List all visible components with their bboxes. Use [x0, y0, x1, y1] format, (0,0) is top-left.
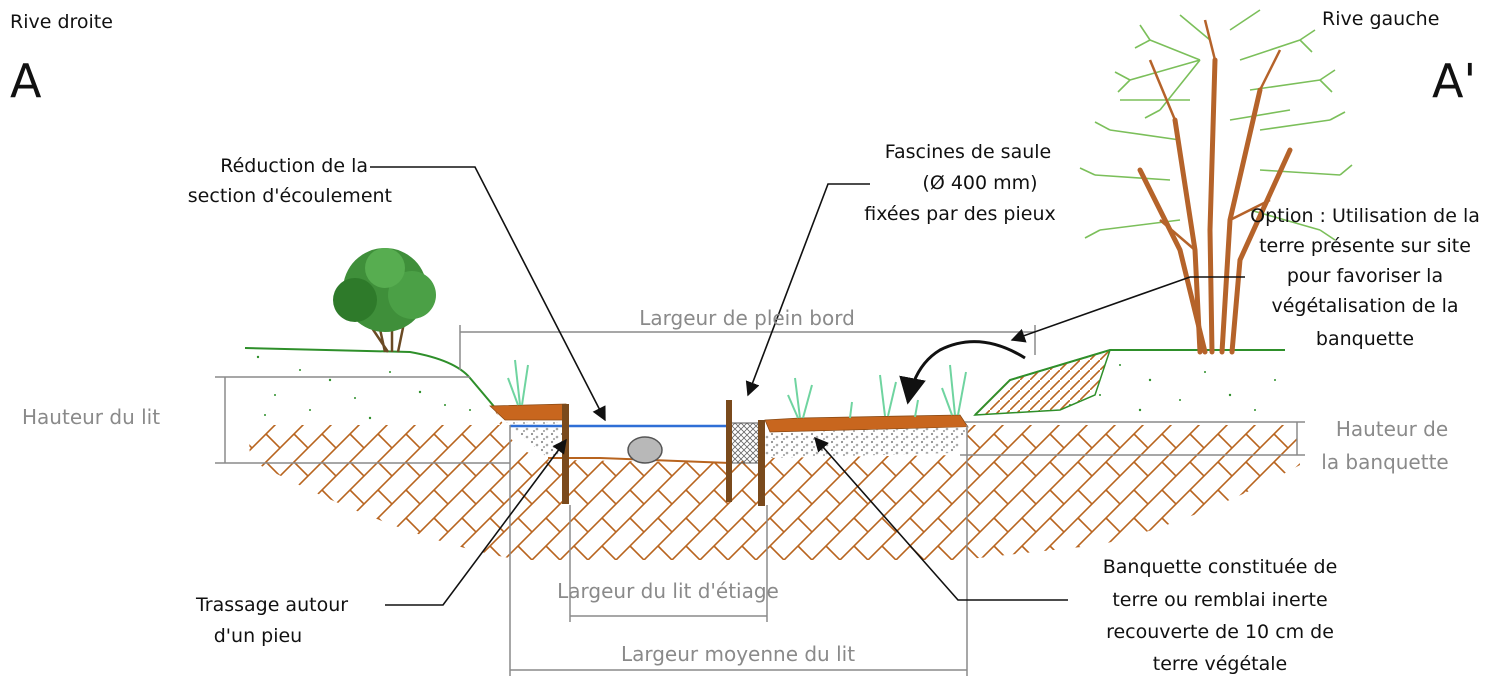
svg-text:la banquette: la banquette	[1321, 450, 1448, 474]
svg-text:Banquette constituée de: Banquette constituée de	[1103, 556, 1338, 578]
trassage-annotation: Trassage autour d'un pieu	[195, 594, 348, 647]
rock-icon	[627, 436, 663, 464]
topsoil-left	[489, 403, 567, 421]
svg-text:Hauteur de: Hauteur de	[1336, 417, 1448, 441]
curved-arrow-icon	[899, 340, 1026, 405]
bush-icon	[333, 248, 436, 353]
stake-icon	[726, 400, 732, 502]
bank-slope-fill	[973, 348, 1112, 416]
svg-text:recouverte de 10 cm de: recouverte de 10 cm de	[1106, 621, 1334, 643]
topsoil-speckle-right	[1069, 364, 1276, 412]
section-start-label: A	[10, 54, 42, 108]
svg-text:(Ø 400 mm): (Ø 400 mm)	[922, 172, 1037, 194]
gravel-left	[505, 422, 565, 458]
topsoil-speckle-left	[256, 355, 471, 420]
stake-icon	[758, 420, 765, 506]
fascines-leader	[745, 183, 870, 397]
banquette-leader	[814, 436, 1068, 601]
svg-text:fixées par des pieux: fixées par des pieux	[864, 203, 1056, 225]
reduction-leader	[370, 166, 606, 422]
svg-text:pour favoriser la: pour favoriser la	[1287, 265, 1443, 287]
topsoil-right	[764, 414, 969, 433]
svg-text:terre végétale: terre végétale	[1153, 653, 1287, 675]
left-bank-label: Rive gauche	[1322, 8, 1439, 30]
svg-text:Trassage autour: Trassage autour	[195, 594, 348, 616]
svg-text:Option : Utilisation de la: Option : Utilisation de la	[1250, 205, 1480, 227]
svg-text:végétalisation de la: végétalisation de la	[1271, 295, 1458, 317]
tree-icon	[1079, 9, 1353, 355]
reduction-annotation: Réduction de la section d'écoulement	[188, 155, 392, 207]
section-end-label: A'	[1432, 54, 1476, 108]
svg-text:section d'écoulement: section d'écoulement	[188, 185, 392, 207]
svg-text:terre présente sur site: terre présente sur site	[1259, 235, 1471, 257]
svg-text:d'un pieu: d'un pieu	[214, 625, 302, 647]
svg-text:Fascines de saule: Fascines de saule	[885, 141, 1051, 163]
right-bank-label: Rive droite	[10, 11, 113, 33]
stake-icon	[562, 404, 569, 504]
banquette-annotation: Banquette constituée de terre ou remblai…	[1103, 556, 1338, 675]
fascines-annotation: Fascines de saule (Ø 400 mm) fixées par …	[864, 141, 1056, 225]
willow-fascine-icon	[729, 422, 761, 464]
option-leader	[1010, 276, 1245, 343]
svg-text:Réduction de la: Réduction de la	[220, 155, 368, 177]
low-flow-width-label: Largeur du lit d'étiage	[557, 579, 779, 603]
svg-text:banquette: banquette	[1316, 328, 1414, 350]
mean-bed-width-label: Largeur moyenne du lit	[621, 642, 855, 666]
berm-height-label: Hauteur de la banquette	[1321, 417, 1448, 474]
reed-icon	[507, 359, 967, 419]
trassage-leader	[385, 438, 567, 606]
bed-height-label: Hauteur du lit	[22, 405, 160, 429]
bankfull-width-label: Largeur de plein bord	[639, 306, 855, 330]
svg-text:terre ou remblai inerte: terre ou remblai inerte	[1112, 589, 1327, 611]
option-annotation: Option : Utilisation de la terre présent…	[1250, 205, 1480, 350]
